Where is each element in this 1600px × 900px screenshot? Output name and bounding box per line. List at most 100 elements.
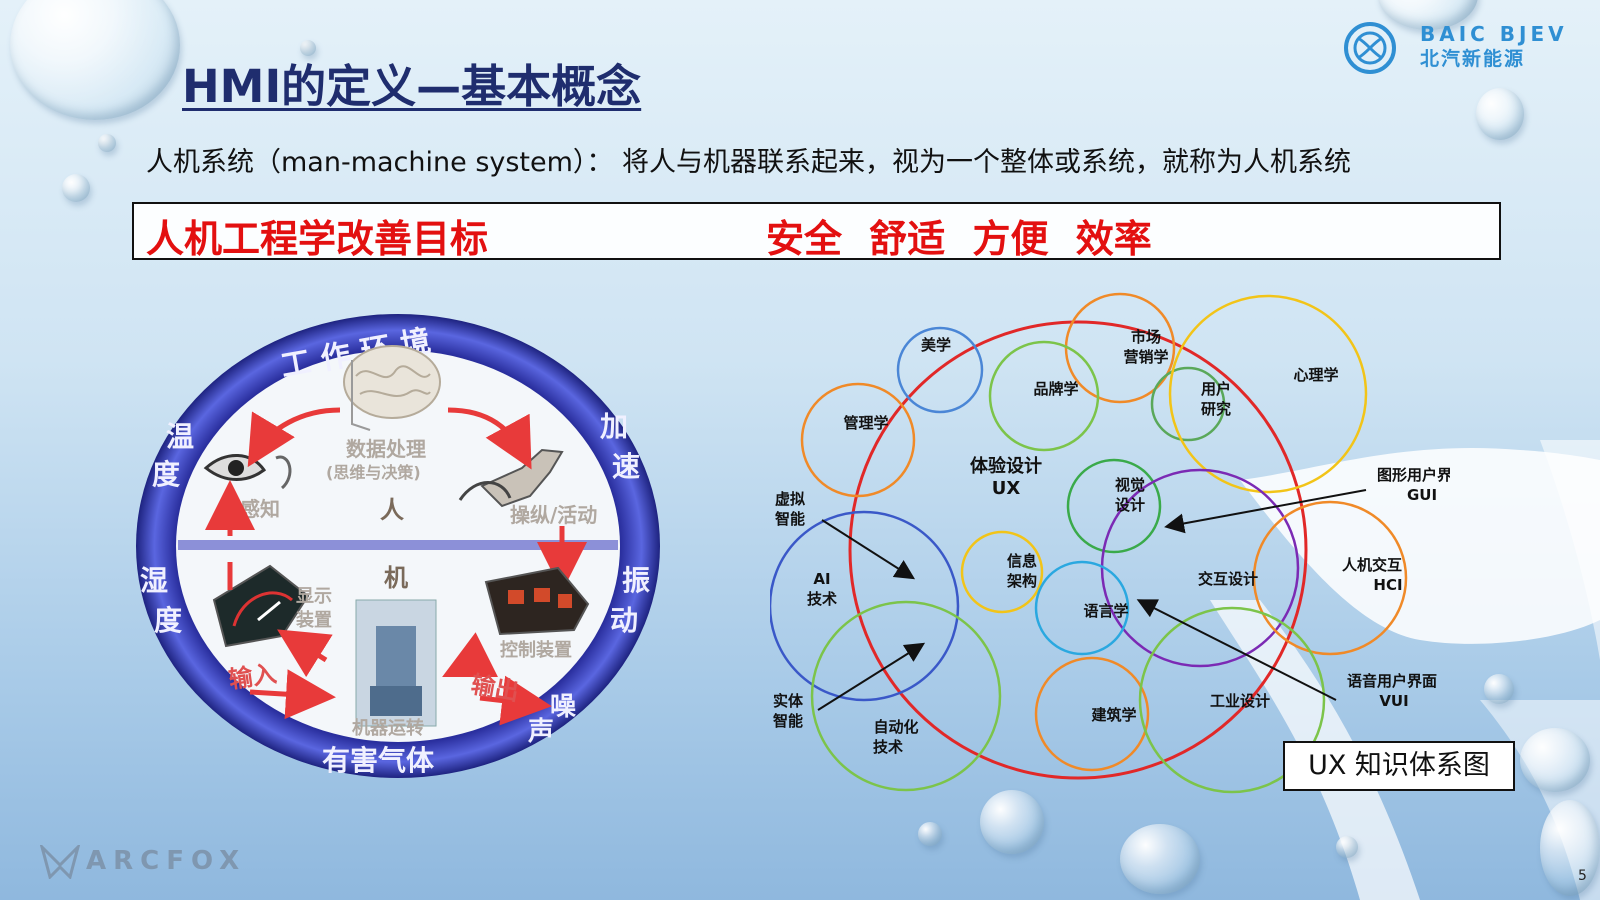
- water-drop-decoration: [10, 0, 180, 120]
- ring-label-vibration: 振: [622, 564, 650, 597]
- water-drop-decoration: [1336, 836, 1358, 858]
- water-drop-decoration: [980, 790, 1044, 854]
- label-info-arch: 架构: [1006, 572, 1037, 590]
- label-marketing: 市场: [1131, 328, 1161, 346]
- gauge-display-icon: [212, 564, 310, 648]
- ring-label-noise: 声: [528, 717, 554, 747]
- water-drop-decoration: [1476, 88, 1524, 140]
- label-user-research: 用户: [1201, 380, 1231, 398]
- machine-label: 机: [384, 564, 408, 592]
- label-virtual: 虚拟: [775, 490, 805, 508]
- label-brand: 品牌学: [1033, 380, 1078, 398]
- label-physical: 实体: [773, 692, 804, 710]
- label-ux: 体验设计: [970, 455, 1042, 477]
- circle-interaction: [1100, 468, 1300, 668]
- input-label: 输入: [227, 660, 278, 694]
- brand-name-cn: 北汽新能源: [1420, 48, 1526, 70]
- label-management: 管理学: [843, 414, 888, 432]
- label-vui: VUI: [1379, 692, 1408, 710]
- ring-label-temperature: 温: [166, 420, 194, 453]
- label-virtual: 智能: [775, 510, 805, 528]
- operate-label: 操纵/活动: [510, 503, 597, 527]
- water-drop-decoration: [62, 174, 90, 202]
- arrow-gui: [1164, 489, 1367, 534]
- label-visual: 视觉: [1115, 476, 1145, 494]
- brain-sublabel: (思维与决策): [326, 463, 421, 482]
- arcfox-logo-icon: [40, 845, 80, 879]
- circle-user-research: [1150, 366, 1226, 442]
- label-psychology: 心理学: [1293, 366, 1338, 384]
- goal-items: 安全 舒适 方便 效率: [766, 217, 1152, 261]
- water-drop-decoration: [918, 822, 942, 846]
- brand-name-en: BAIC BJEV: [1420, 22, 1568, 46]
- label-aesthetics: 美学: [921, 336, 951, 354]
- label-ai: 技术: [807, 590, 837, 608]
- label-physical: 智能: [773, 712, 803, 730]
- machine-run-label: 机器运转: [352, 717, 424, 739]
- circle-ux: [848, 320, 1308, 780]
- water-drop-decoration: [1120, 824, 1200, 894]
- label-linguistics: 语言学: [1083, 602, 1128, 620]
- label-marketing: 营销学: [1123, 348, 1168, 366]
- control-label: 控制装置: [500, 639, 572, 661]
- water-drop-decoration: [98, 134, 116, 152]
- label-hci: 人机交互: [1342, 556, 1402, 574]
- ring-label-harmful-gas: 有害气体: [322, 744, 435, 777]
- label-gui: GUI: [1407, 486, 1437, 504]
- goal-box: 人机工程学改善目标 安全 舒适 方便 效率: [132, 202, 1501, 261]
- circle-industrial: [1138, 606, 1326, 794]
- ring-label-temperature: 度: [152, 458, 180, 491]
- label-interaction: 交互设计: [1198, 570, 1258, 588]
- water-drop-decoration: [1484, 674, 1514, 704]
- brain-label: 数据处理: [346, 437, 426, 461]
- label-gui: 图形用户界面: [1377, 466, 1450, 484]
- arrow-virtual: [821, 519, 916, 580]
- ring-label-noise: 噪: [550, 692, 577, 722]
- display-label: 显示: [296, 586, 332, 607]
- circle-linguistics: [1034, 560, 1130, 656]
- circle-management: [800, 382, 916, 498]
- circle-psychology: [1168, 294, 1368, 494]
- ring-label-humidity: 度: [154, 604, 182, 637]
- label-visual: 设计: [1115, 496, 1145, 514]
- label-ux: UX: [992, 478, 1021, 499]
- label-hci: HCI: [1373, 576, 1402, 594]
- definition-text: 人机系统（man-machine system）： 将人与机器联系起来，视为一个…: [146, 147, 1352, 178]
- page-number: 5: [1578, 868, 1587, 884]
- circle-automation: [810, 600, 1002, 792]
- arrow-physical: [817, 642, 926, 711]
- label-info-arch: 信息: [1007, 552, 1037, 570]
- ring-label-acceleration: 速: [612, 450, 640, 483]
- ux-knowledge-venn: 美学 市场 营销学 品牌学 用户 研究 心理学 管理学 体验设计 UX 视觉 设…: [770, 292, 1450, 794]
- circle-hci: [1252, 500, 1408, 656]
- label-ai: AI: [813, 570, 830, 588]
- circle-ai: [770, 510, 960, 702]
- circle-visual: [1066, 458, 1162, 554]
- human-label: 人: [380, 496, 404, 524]
- footer-brand: ARCFOX: [86, 846, 247, 876]
- circle-info-arch: [960, 530, 1044, 614]
- label-industrial: 工业设计: [1210, 692, 1270, 710]
- sense-label: 感知: [240, 497, 280, 521]
- ring-label-acceleration: 加: [600, 410, 628, 443]
- slide-title: HMI的定义—基本概念: [182, 60, 642, 113]
- circle-aesthetics: [896, 326, 984, 414]
- label-automation: 技术: [873, 738, 903, 756]
- water-drop-decoration: [300, 40, 316, 56]
- label-architecture: 建筑学: [1091, 706, 1136, 724]
- ring-label-vibration: 动: [610, 604, 638, 637]
- goal-title: 人机工程学改善目标: [146, 217, 489, 261]
- label-vui: 语音用户界面: [1347, 672, 1437, 690]
- label-user-research: 研究: [1201, 400, 1231, 418]
- hmi-loop-diagram: 工 作 环 境 温 度 湿 度 加 速 振 动 有害气体 噪 声 数据处理 (思…: [136, 314, 660, 778]
- circle-brand: [988, 340, 1100, 452]
- venn-caption: UX 知识体系图: [1283, 741, 1515, 791]
- display-label: 装置: [296, 609, 332, 631]
- circle-marketing: [1064, 292, 1176, 404]
- label-automation: 自动化: [873, 718, 918, 736]
- water-drop-decoration: [1520, 728, 1590, 792]
- brain-icon: [343, 345, 441, 431]
- baic-logo-icon: [1344, 22, 1396, 74]
- control-panel-icon: [484, 566, 590, 636]
- arrow-vui: [1136, 599, 1337, 701]
